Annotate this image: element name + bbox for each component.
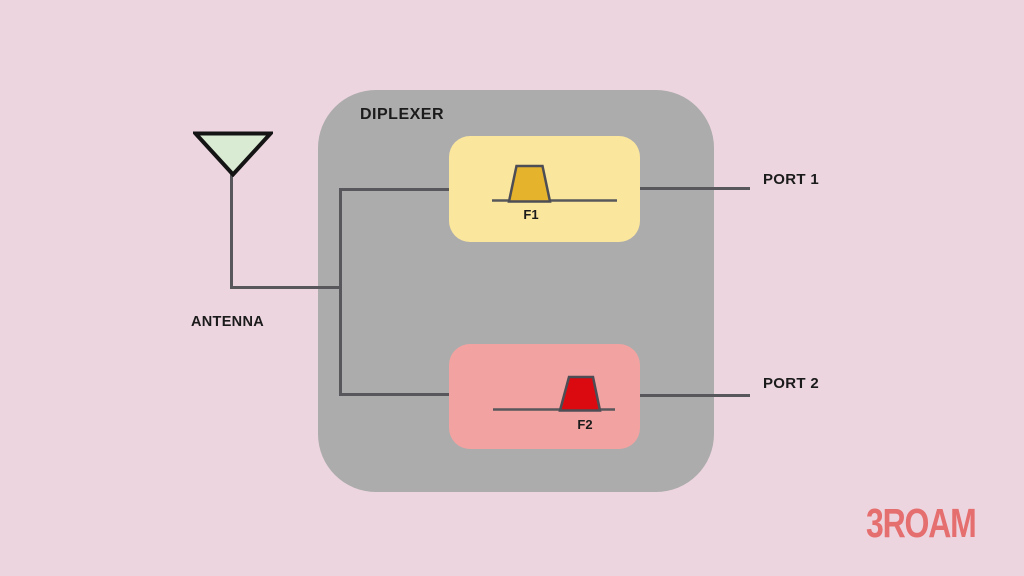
antenna-triangle (193, 131, 273, 177)
filter1-box: F1 (449, 136, 640, 242)
splitter-junction-line (339, 188, 342, 396)
branch1-input-line (339, 188, 449, 191)
brand-watermark: 3ROAM (866, 500, 977, 546)
filter1-passband-shape (507, 164, 552, 203)
diplexer-label: DIPLEXER (360, 106, 445, 123)
antenna-label: ANTENNA (191, 314, 264, 330)
filter1-bandpass-icon (492, 164, 617, 203)
antenna-feed-line (230, 286, 342, 289)
branch1-output-line (640, 187, 750, 190)
filter2-bandpass-icon (493, 375, 615, 412)
port2-label: PORT 2 (763, 375, 819, 392)
filter1-label: F1 (523, 207, 539, 222)
filter2-box: F2 (449, 344, 640, 449)
branch2-input-line (339, 393, 449, 396)
port1-label: PORT 1 (763, 171, 819, 188)
filter2-passband-shape (558, 375, 602, 412)
filter2-label: F2 (577, 417, 593, 432)
antenna-stem-line (230, 171, 233, 289)
antenna-icon (193, 131, 273, 177)
branch2-output-line (640, 394, 750, 397)
